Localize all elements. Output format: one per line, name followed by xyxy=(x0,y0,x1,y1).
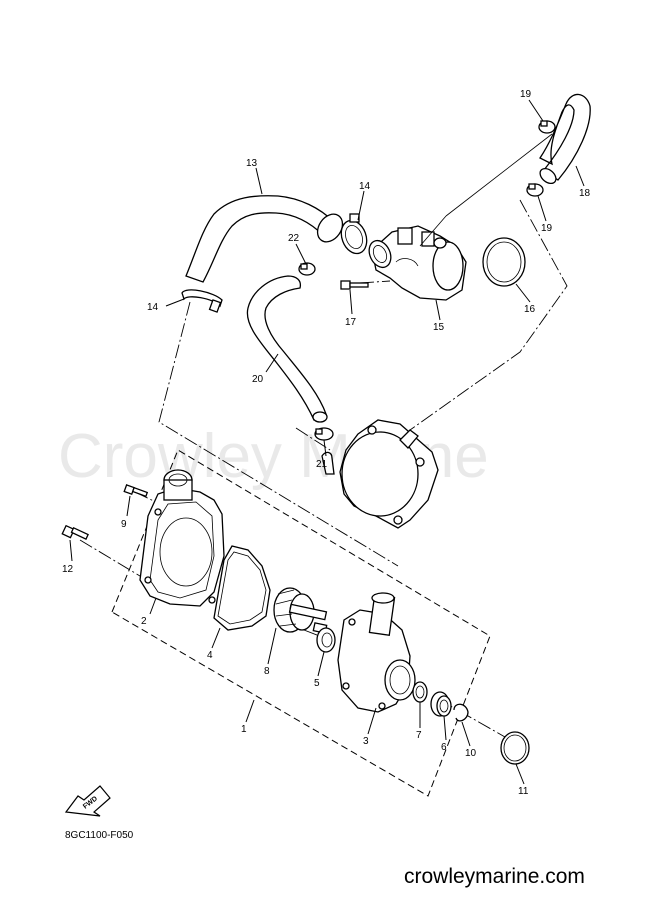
callout-15: 15 xyxy=(433,322,445,333)
hose-13 xyxy=(185,195,344,283)
callout-14-left: 14 xyxy=(147,302,159,313)
site-url: crowleymarine.com xyxy=(404,865,585,888)
o-ring-16 xyxy=(482,237,526,287)
pump-cover-housing xyxy=(321,419,439,529)
callout-20: 20 xyxy=(252,374,264,385)
hose-18 xyxy=(539,93,591,185)
gasket-4 xyxy=(213,545,271,631)
thermostat-housing-15 xyxy=(368,133,553,301)
callout-6: 6 xyxy=(441,742,447,753)
callout-4: 4 xyxy=(207,650,213,661)
bolt-17 xyxy=(340,280,369,290)
seal-5 xyxy=(316,627,336,653)
callout-11: 11 xyxy=(518,786,529,797)
circlip-10 xyxy=(453,703,469,722)
leader-lines xyxy=(69,99,585,785)
diagram-code: 8GC1100-F050 xyxy=(65,830,134,841)
pump-housing-3 xyxy=(337,592,416,713)
callout-16: 16 xyxy=(524,304,536,315)
callout-9: 9 xyxy=(121,519,127,530)
bolt-9 xyxy=(123,484,149,498)
callout-10: 10 xyxy=(465,748,477,759)
center-lines xyxy=(79,199,568,738)
callout-17: 17 xyxy=(345,317,357,328)
callout-21: 21 xyxy=(316,459,328,470)
callout-13: 13 xyxy=(246,158,258,169)
callout-3: 3 xyxy=(363,736,369,747)
o-ring-11 xyxy=(500,731,530,765)
bearing-7 xyxy=(412,681,428,703)
bearing-6 xyxy=(430,691,452,717)
callout-7: 7 xyxy=(416,730,422,741)
callout-12: 12 xyxy=(62,564,74,575)
clamp-19-top xyxy=(538,120,556,134)
fwd-arrow-icon: FWD xyxy=(64,785,111,817)
callouts: 13 14 22 14 17 15 16 19 18 19 20 21 9 12… xyxy=(62,89,591,797)
impeller-8 xyxy=(273,587,328,634)
callout-5: 5 xyxy=(314,678,320,689)
clamp-14-left xyxy=(181,289,223,313)
callout-2: 2 xyxy=(141,616,147,627)
callout-22: 22 xyxy=(288,233,300,244)
callout-8: 8 xyxy=(264,666,270,677)
clamp-14-upper xyxy=(340,213,368,255)
pump-cover-2 xyxy=(139,469,225,607)
callout-18: 18 xyxy=(579,188,591,199)
callout-1: 1 xyxy=(241,724,247,735)
callout-14-upper: 14 xyxy=(359,181,371,192)
hose-20 xyxy=(246,275,328,423)
clamp-21 xyxy=(314,427,334,441)
callout-19-lower: 19 xyxy=(541,223,553,234)
bolt-12 xyxy=(61,524,89,540)
clamp-22 xyxy=(298,262,316,276)
clamp-19-lower xyxy=(526,183,544,197)
callout-19-top: 19 xyxy=(520,89,532,100)
